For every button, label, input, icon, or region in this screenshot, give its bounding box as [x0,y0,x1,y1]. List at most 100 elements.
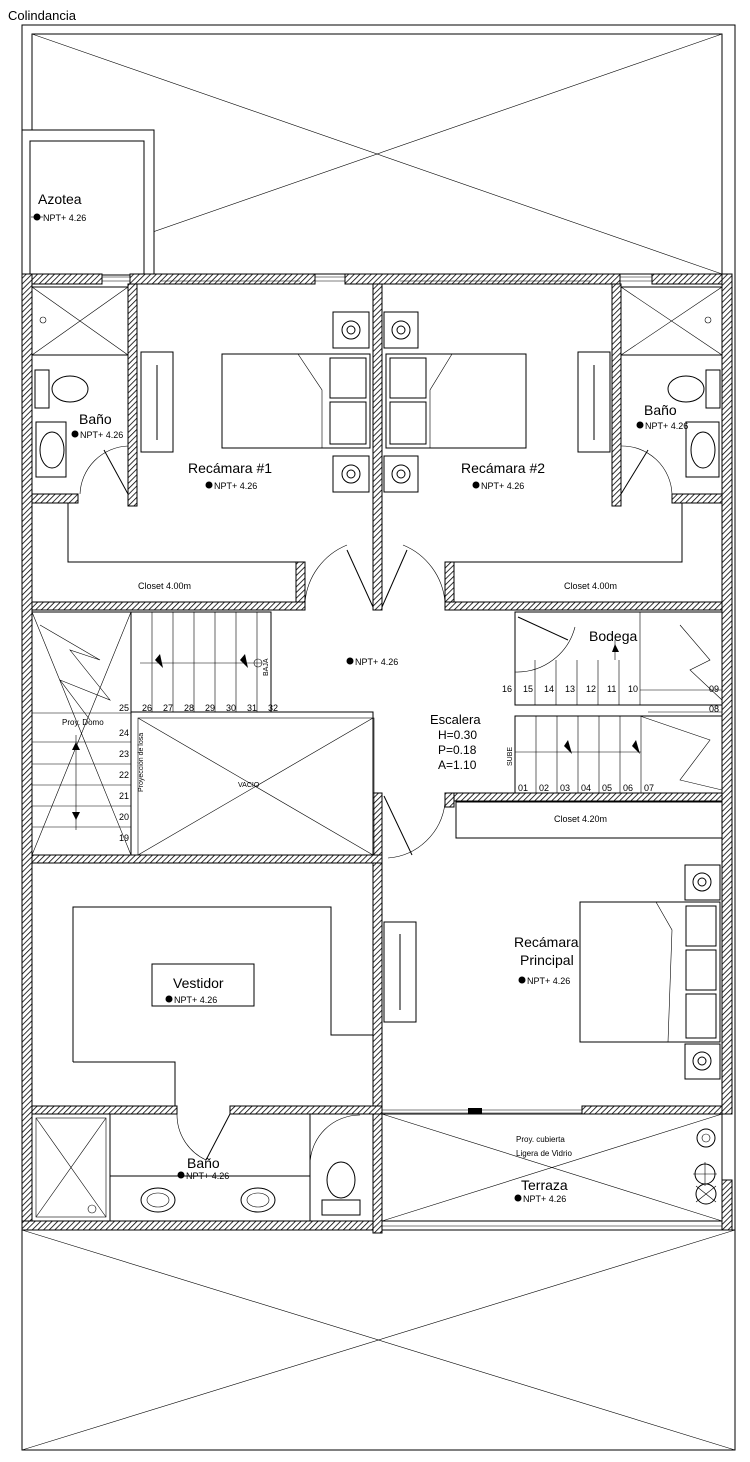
recamara2-level: NPT+ 4.26 [481,481,524,491]
stair-step-number: 25 [119,703,129,713]
sink-icon [140,1187,176,1213]
stair-numbers-right-side: 09 08 [709,684,719,714]
bottom-void [21,1229,736,1451]
stair-step-number: 08 [709,704,719,714]
bodega-name: Bodega [589,628,637,644]
bano-right-name: Baño [644,402,677,418]
nightstand-icon [332,311,370,493]
stair-step-number: 32 [268,703,278,713]
escalera-name: Escalera [430,712,481,727]
stair-step-number: 06 [623,783,633,793]
bathroom-main: Baño NPT+ 4.26 [31,1113,361,1222]
stair-numbers-left: 25 24 23 22 21 20 19 [119,703,129,843]
terraza-proy1: Proy. cubierta [516,1135,565,1144]
bano-main-name: Baño [187,1155,220,1171]
azotea-area: Azotea NPT+ 4.26 [21,129,155,276]
stair-left: Proy. Domo [31,611,132,856]
closet-principal-name: Closet 4.20m [554,814,607,824]
terraza-level: NPT+ 4.26 [523,1194,566,1204]
sink-icon [685,421,720,478]
sube-label: SUBE [507,747,514,766]
escalera-h: H=0.30 [438,728,477,742]
stair-step-number: 02 [539,783,549,793]
stair-step-number: 29 [205,703,215,713]
walls [21,273,733,1234]
bano-main-level: NPT+ 4.26 [186,1171,229,1181]
proy-losa-label: Proyección de losa [138,733,145,792]
sink-icon [240,1187,276,1213]
stair-step-number: 20 [119,812,129,822]
sink-icon [35,421,67,478]
vestidor-level: NPT+ 4.26 [174,995,217,1005]
stair-step-number: 19 [119,833,129,843]
stair-step-number: 12 [586,684,596,694]
stair-step-number: 07 [644,783,654,793]
stair-step-number: 24 [119,728,129,738]
terraza-proy2: Ligera de Vidrio [516,1149,572,1158]
toilet-icon [667,369,721,409]
stair-step-number: 03 [560,783,570,793]
bed-icon [221,353,371,449]
closet-left-name: Closet 4.00m [138,581,191,591]
stair-step-number: 05 [602,783,612,793]
terraza: Proy. cubierta Ligera de Vidrio Terraza … [381,1113,723,1222]
stair-right: SUBE [507,611,723,794]
stair-step-number: 23 [119,749,129,759]
recamara-principal-line2: Principal [520,952,574,968]
stair-step-number: 30 [226,703,236,713]
nightstand-icon [383,311,419,493]
stair-step-number: 01 [518,783,528,793]
nightstand-icon [684,864,721,1080]
stair-step-number: 10 [628,684,638,694]
door-swing [79,445,129,495]
stair-step-number: 22 [119,770,129,780]
stair-step-number: 28 [184,703,194,713]
bathroom-left: Baño NPT+ 4.26 [31,286,129,495]
closet-principal: Closet 4.20m [455,801,723,839]
stair-step-number: 13 [565,684,575,694]
master-bedroom: Recámara Principal NPT+ 4.26 [383,864,721,1080]
escalera-p: P=0.18 [438,743,477,757]
bed-icon [579,901,721,1043]
stair-step-number: 09 [709,684,719,694]
stair-specs: Escalera H=0.30 P=0.18 A=1.10 [430,712,481,772]
recamara2-name: Recámara #2 [461,460,545,476]
stair-step-number: 11 [607,684,616,694]
proy-domo-label: Proy. Domo [62,718,104,727]
bedroom-doors [304,544,446,608]
door-swing [620,445,673,495]
door-swing [387,802,446,859]
recamara-principal-line1: Recámara [514,934,579,950]
vestidor: Vestidor NPT+ 4.26 [72,906,373,1106]
stair-step-number: 27 [163,703,173,713]
hall-level: NPT+ 4.26 [355,657,398,667]
recamara1-name: Recámara #1 [188,460,272,476]
stair-step-number: 15 [523,684,533,694]
vacio-label: VACIO [238,782,260,789]
terraza-name: Terraza [521,1177,568,1193]
void-area: VACIO Proyección de losa [130,711,375,856]
stair-upper-run: BAJA [130,611,272,713]
bano-left-level: NPT+ 4.26 [80,430,123,440]
stair-step-number: 31 [247,703,257,713]
closet-outlines: Closet 4.00m Closet 4.00m [67,503,683,591]
bano-left-name: Baño [79,411,112,427]
vestidor-name: Vestidor [173,975,224,991]
toilet-icon [321,1161,361,1216]
stair-step-number: 21 [119,791,129,801]
toilet-icon [34,369,89,409]
bedroom-1: Recámara #1 NPT+ 4.26 [140,311,371,493]
bed-icon [385,353,527,449]
bathroom-right: Baño NPT+ 4.26 [620,286,723,495]
escalera-a: A=1.10 [438,758,477,772]
stair-step-number: 26 [142,703,152,713]
recamara1-level: NPT+ 4.26 [214,481,257,491]
baja-label: BAJA [263,658,270,676]
azotea-name: Azotea [38,191,82,207]
plant-icon [693,1128,717,1205]
recamara-principal-level: NPT+ 4.26 [527,976,570,986]
closet-right-name: Closet 4.00m [564,581,617,591]
bedroom-2: Recámara #2 NPT+ 4.26 [383,311,611,493]
bano-right-level: NPT+ 4.26 [645,421,688,431]
